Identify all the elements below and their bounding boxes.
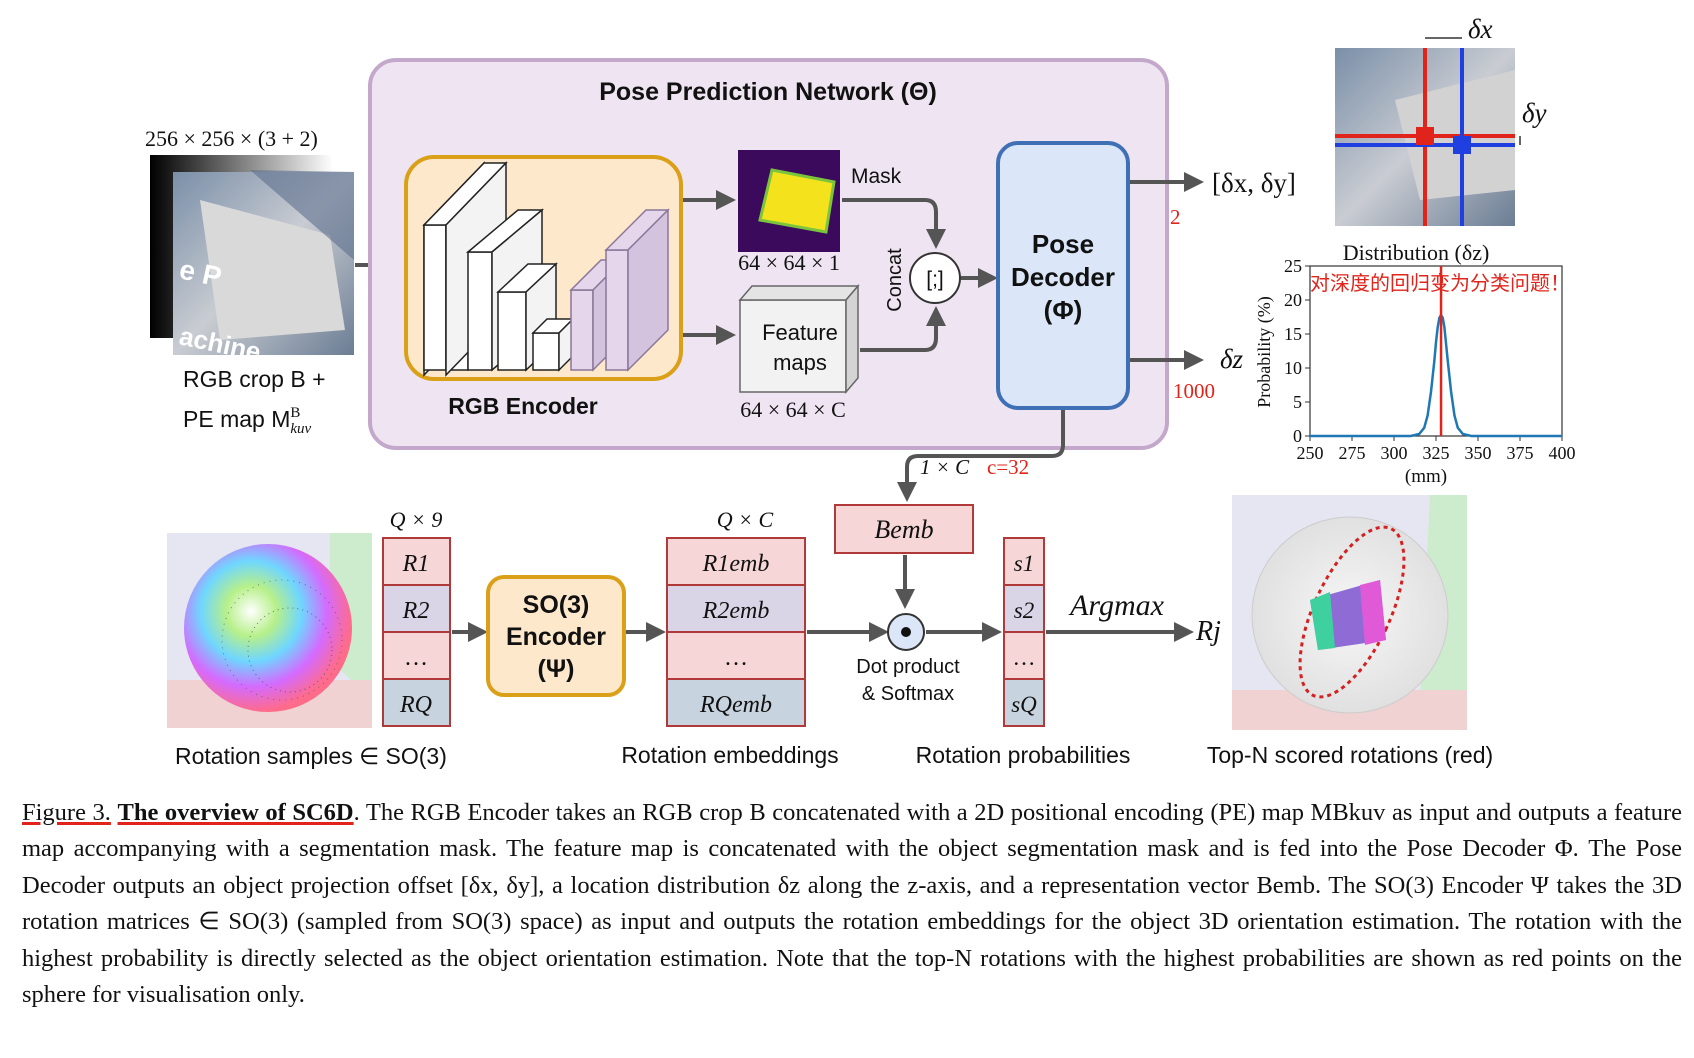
chart-x-tick-label: 250 xyxy=(1297,443,1324,463)
emb-cell-4: RQemb xyxy=(699,692,772,718)
emb-annot: c=32 xyxy=(987,455,1029,479)
input-size-label: 256 × 256 × (3 + 2) xyxy=(145,126,318,151)
depth-distribution-chart: Distribution (δz) 0 5 10 15 20 25 250 275 300 32… xyxy=(1254,240,1576,487)
chart-xlabel: (mm) xyxy=(1405,466,1447,487)
decoder-line1: Pose xyxy=(1032,229,1094,259)
rotation-samples-image xyxy=(167,533,372,728)
arrow-mask-concat xyxy=(842,198,946,249)
feature-maps-label-1: Feature xyxy=(762,320,838,345)
chart-y-tick-label: 25 xyxy=(1284,256,1302,276)
offset-output-label: [δx, δy] xyxy=(1212,168,1296,198)
qc-label: Q × C xyxy=(717,507,774,532)
s-cell-4: sQ xyxy=(1011,692,1037,717)
caption-body: . The RGB Encoder takes an RGB crop B co… xyxy=(22,799,1683,1009)
figure-caption: Figure 3. The overview of SC6D. The RGB … xyxy=(22,795,1682,1013)
so3-line3: (Ψ) xyxy=(538,655,575,683)
offset-panel-label-y: δy xyxy=(1522,98,1547,128)
caption-figure-label: Figure 3. xyxy=(22,799,111,826)
r-cell-2: R2 xyxy=(402,598,430,624)
mask-image xyxy=(738,150,840,252)
concat-node xyxy=(909,252,961,304)
chart-title: Distribution (δz) xyxy=(1343,240,1490,265)
offset-panel-label-x: δx xyxy=(1468,14,1493,44)
chart-x-tick-label: 275 xyxy=(1339,443,1366,463)
depth-output-label: δz xyxy=(1220,344,1244,374)
so3-encoder-box xyxy=(486,575,626,697)
prob-caption: Rotation probabilities xyxy=(916,742,1131,768)
feature-dim-label: 64 × 64 × C xyxy=(740,397,846,422)
r-cell-3: … xyxy=(404,645,428,671)
argmax-label: Argmax xyxy=(1068,589,1165,622)
chart-x-tick-label: 300 xyxy=(1381,443,1408,463)
rotation-embedding-column xyxy=(666,537,806,727)
top-n-rotations-image xyxy=(1232,495,1467,730)
topn-caption: Top-N scored rotations (red) xyxy=(1207,742,1493,768)
dot-label-2: & Softmax xyxy=(862,683,954,705)
chart-y-tick-label: 10 xyxy=(1284,358,1302,378)
samples-caption: Rotation samples ∈ SO(3) xyxy=(175,743,447,769)
emb-cell-2: R2emb xyxy=(702,598,770,624)
chart-y-tick-label: 0 xyxy=(1293,426,1302,446)
r-cell-1: R1 xyxy=(402,551,430,577)
decoder-line2: Decoder xyxy=(1011,262,1115,292)
offset-panel-image xyxy=(1335,37,1521,226)
emb-dim-label: 1 × C xyxy=(920,455,970,479)
encoder-layers xyxy=(422,161,670,377)
q9-label: Q × 9 xyxy=(390,507,443,532)
b-emb-label: Bemb xyxy=(874,515,933,544)
mask-label: Mask xyxy=(851,165,902,188)
rj-label: Rj xyxy=(1195,616,1221,647)
so3-line1: SO(3) xyxy=(523,591,590,619)
s-cell-1: s1 xyxy=(1014,551,1034,576)
emb-cell-3: … xyxy=(724,645,748,671)
emb-cell-1: R1emb xyxy=(702,551,770,577)
mask-dim-label: 64 × 64 × 1 xyxy=(738,250,840,275)
r-cell-4: RQ xyxy=(399,692,432,718)
decoder-line3: (Φ) xyxy=(1044,295,1083,325)
rotation-matrix-column xyxy=(382,537,451,727)
feature-maps-cube xyxy=(738,283,860,395)
chart-y-tick-label: 5 xyxy=(1293,392,1302,412)
input-caption-line1: RGB crop B + xyxy=(183,366,326,392)
rgb-crop-image: e P achine xyxy=(173,170,354,367)
chart-x-tick-label: 350 xyxy=(1465,443,1492,463)
chart-y-tick-label: 20 xyxy=(1284,290,1302,310)
feature-maps-label-2: maps xyxy=(773,350,827,375)
chart-y-tick-label: 15 xyxy=(1284,324,1302,344)
depth-annot: 1000 xyxy=(1173,379,1215,403)
b-emb-box xyxy=(834,504,974,554)
rgb-encoder-label: RGB Encoder xyxy=(448,393,598,419)
dot-product-symbol xyxy=(901,627,911,637)
network-title: Pose Prediction Network (Θ) xyxy=(599,78,937,106)
sc6d-overview-diagram: 256 × 256 × (3 + 2) e P achine RGB crop … xyxy=(145,14,1576,769)
concat-symbol: [;] xyxy=(926,268,944,291)
emb-caption: Rotation embeddings xyxy=(621,742,838,768)
dot-label-1: Dot product xyxy=(856,656,960,678)
offset-annot: 2 xyxy=(1170,205,1181,229)
caption-heading: The overview of SC6D xyxy=(117,799,354,826)
arrow-decoder-emb xyxy=(897,410,1065,502)
pose-decoder-box xyxy=(996,141,1130,410)
chart-x-tick-label: 325 xyxy=(1423,443,1450,463)
chart-series-line xyxy=(1310,312,1562,438)
chart-annotation: 对深度的回归变为分类问题！ xyxy=(1310,271,1570,295)
chart-ylabel: Probability (%) xyxy=(1254,296,1275,407)
arrow-features-concat xyxy=(860,306,946,352)
s-cell-3: … xyxy=(1013,645,1036,670)
s-cell-2: s2 xyxy=(1014,598,1034,623)
probability-column xyxy=(1003,537,1045,727)
chart-x-tick-label: 375 xyxy=(1507,443,1534,463)
so3-line2: Encoder xyxy=(506,623,606,651)
concat-label: Concat xyxy=(884,248,906,312)
chart-x-tick-label: 400 xyxy=(1549,443,1576,463)
